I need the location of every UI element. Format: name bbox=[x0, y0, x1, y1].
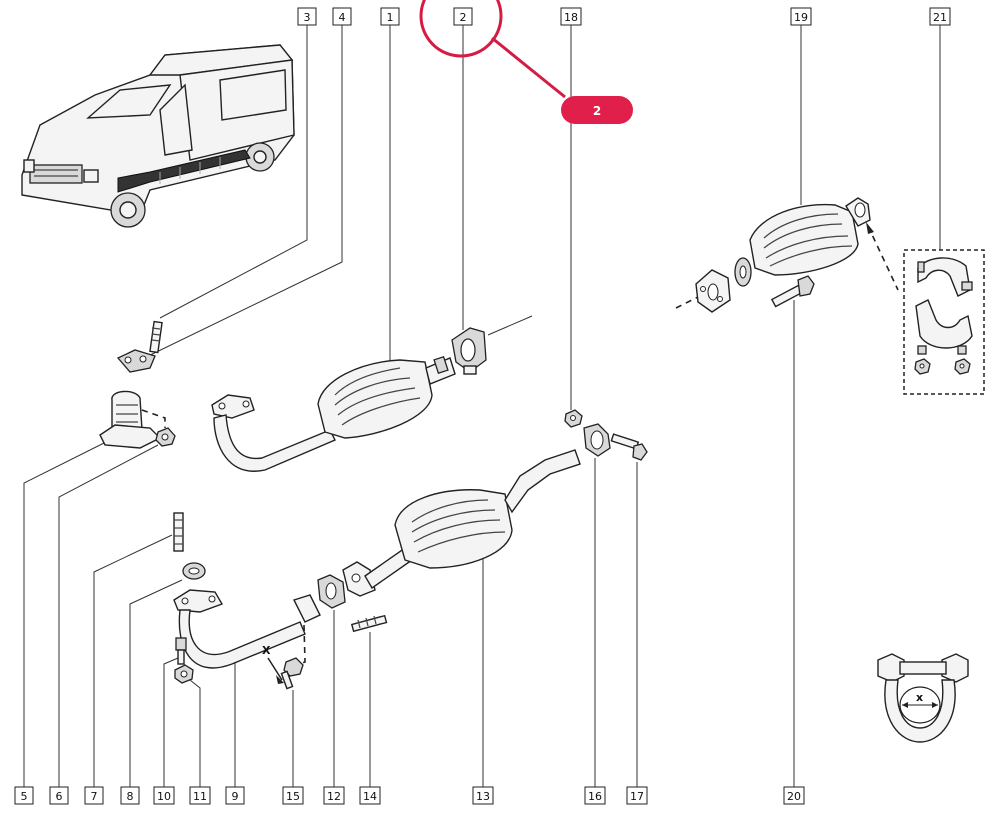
bolt-part-15 bbox=[280, 657, 304, 690]
clamp-detail: x bbox=[877, 653, 969, 743]
svg-text:18: 18 bbox=[564, 11, 578, 24]
svg-text:4: 4 bbox=[339, 11, 346, 24]
svg-text:21: 21 bbox=[933, 11, 947, 24]
label-20: 20 bbox=[783, 786, 805, 805]
clamp-kit-part-21 bbox=[903, 249, 985, 395]
bolt-part-17 bbox=[610, 433, 648, 461]
label-7: 7 bbox=[84, 786, 104, 805]
svg-text:12: 12 bbox=[327, 790, 341, 803]
torque-mark: X bbox=[262, 644, 284, 684]
svg-text:1: 1 bbox=[387, 11, 394, 24]
label-9: 9 bbox=[225, 786, 245, 805]
label-1: 1 bbox=[380, 7, 400, 26]
svg-text:x: x bbox=[916, 691, 923, 704]
svg-text:15: 15 bbox=[286, 790, 300, 803]
gasket-part-8 bbox=[182, 562, 206, 580]
sealing-ring-part-2 bbox=[451, 315, 533, 375]
svg-text:14: 14 bbox=[363, 790, 377, 803]
label-8: 8 bbox=[120, 786, 140, 805]
catalyst-assembly-part-13 bbox=[342, 449, 581, 597]
svg-text:2: 2 bbox=[460, 11, 467, 24]
svg-text:13: 13 bbox=[476, 790, 490, 803]
clamp-part-16 bbox=[583, 423, 611, 457]
svg-text:2: 2 bbox=[593, 104, 601, 118]
gasket-part-12 bbox=[317, 574, 346, 609]
label-11: 11 bbox=[189, 786, 211, 805]
label-6: 6 bbox=[49, 786, 69, 805]
svg-text:X: X bbox=[262, 644, 271, 657]
label-17: 17 bbox=[626, 786, 648, 805]
label-5: 5 bbox=[14, 786, 34, 805]
svg-text:5: 5 bbox=[21, 790, 28, 803]
label-4: 4 bbox=[332, 7, 352, 26]
svg-text:20: 20 bbox=[787, 790, 801, 803]
label-2: 2 bbox=[453, 7, 473, 26]
bolt-part-10 bbox=[175, 637, 187, 665]
nut-part-18 bbox=[564, 409, 583, 428]
nut-part-6 bbox=[155, 427, 176, 447]
svg-text:11: 11 bbox=[193, 790, 207, 803]
svg-text:9: 9 bbox=[232, 790, 239, 803]
stud-part-3 bbox=[149, 320, 163, 354]
label-15: 15 bbox=[282, 786, 304, 805]
svg-text:7: 7 bbox=[91, 790, 98, 803]
label-19: 19 bbox=[790, 7, 812, 26]
svg-text:3: 3 bbox=[304, 11, 311, 24]
svg-text:8: 8 bbox=[127, 790, 134, 803]
label-16: 16 bbox=[584, 786, 606, 805]
stud-part-7 bbox=[173, 512, 184, 552]
label-14: 14 bbox=[359, 786, 381, 805]
gasket-part-4 bbox=[116, 349, 156, 373]
svg-text:17: 17 bbox=[630, 790, 644, 803]
bolt-part-20 bbox=[770, 275, 815, 308]
svg-text:10: 10 bbox=[157, 790, 171, 803]
highlight-badge[interactable]: 2 bbox=[561, 96, 633, 124]
svg-text:19: 19 bbox=[794, 11, 808, 24]
label-13: 13 bbox=[472, 786, 494, 805]
label-12: 12 bbox=[323, 786, 345, 805]
label-3: 3 bbox=[297, 7, 317, 26]
nut-part-11 bbox=[174, 664, 194, 684]
highlight-callout bbox=[419, 0, 566, 99]
label-21: 21 bbox=[929, 7, 951, 26]
catalyst-part-19 bbox=[675, 197, 899, 313]
label-18: 18 bbox=[560, 7, 582, 26]
stud-part-14 bbox=[350, 614, 388, 633]
catalyst-assembly-part-1 bbox=[211, 355, 456, 472]
van-illustration bbox=[21, 44, 295, 228]
svg-text:6: 6 bbox=[56, 790, 63, 803]
front-pipe-part-9 bbox=[173, 589, 321, 669]
elbow-part-5 bbox=[99, 390, 166, 449]
svg-text:16: 16 bbox=[588, 790, 602, 803]
label-10: 10 bbox=[153, 786, 175, 805]
